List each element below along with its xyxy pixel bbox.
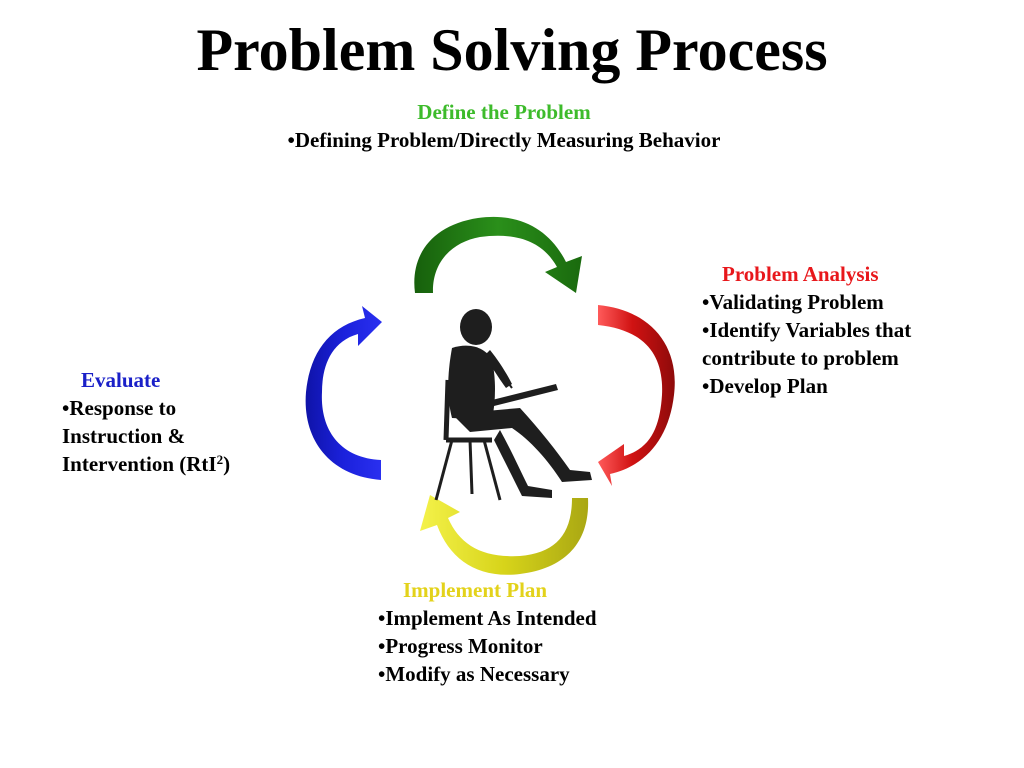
person-writing-at-desk-icon <box>434 309 592 501</box>
problem-analysis-item: Identify Variables that <box>702 316 911 344</box>
evaluate-heading: Evaluate <box>81 368 161 392</box>
implement-plan-item: Modify as Necessary <box>378 660 597 688</box>
evaluate-item-continuation: Intervention (RtI2) <box>62 450 230 478</box>
evaluate-block: Evaluate Response to Instruction & Inter… <box>62 366 230 478</box>
problem-analysis-block: Problem Analysis Validating Problem Iden… <box>702 260 911 400</box>
problem-analysis-item: Validating Problem <box>702 288 911 316</box>
problem-analysis-item-continuation: contribute to problem <box>702 346 899 370</box>
problem-analysis-heading: Problem Analysis <box>722 262 879 286</box>
blue-curved-arrow-icon <box>305 306 382 480</box>
red-curved-arrow-icon <box>598 305 675 486</box>
evaluate-item-continuation: Instruction & <box>62 424 186 448</box>
define-problem-block: Define the Problem Defining Problem/Dire… <box>0 98 1008 154</box>
evaluate-item-text: Intervention (RtI <box>62 452 217 476</box>
green-curved-arrow-icon <box>414 216 582 293</box>
problem-analysis-item: Develop Plan <box>702 372 911 400</box>
implement-plan-item: Progress Monitor <box>378 632 597 660</box>
define-problem-item: Defining Problem/Directly Measuring Beha… <box>0 126 1008 154</box>
implement-plan-heading: Implement Plan <box>403 578 548 602</box>
yellow-curved-arrow-icon <box>420 495 589 575</box>
implement-plan-item: Implement As Intended <box>378 604 596 632</box>
implement-plan-block: Implement Plan Implement As Intended Pro… <box>378 576 597 688</box>
page-title: Problem Solving Process <box>196 17 828 83</box>
define-problem-heading: Define the Problem <box>417 100 591 124</box>
superscript-two: 2 <box>216 452 224 467</box>
closing-paren: ) <box>223 452 231 476</box>
evaluate-item: Response to <box>62 394 230 422</box>
